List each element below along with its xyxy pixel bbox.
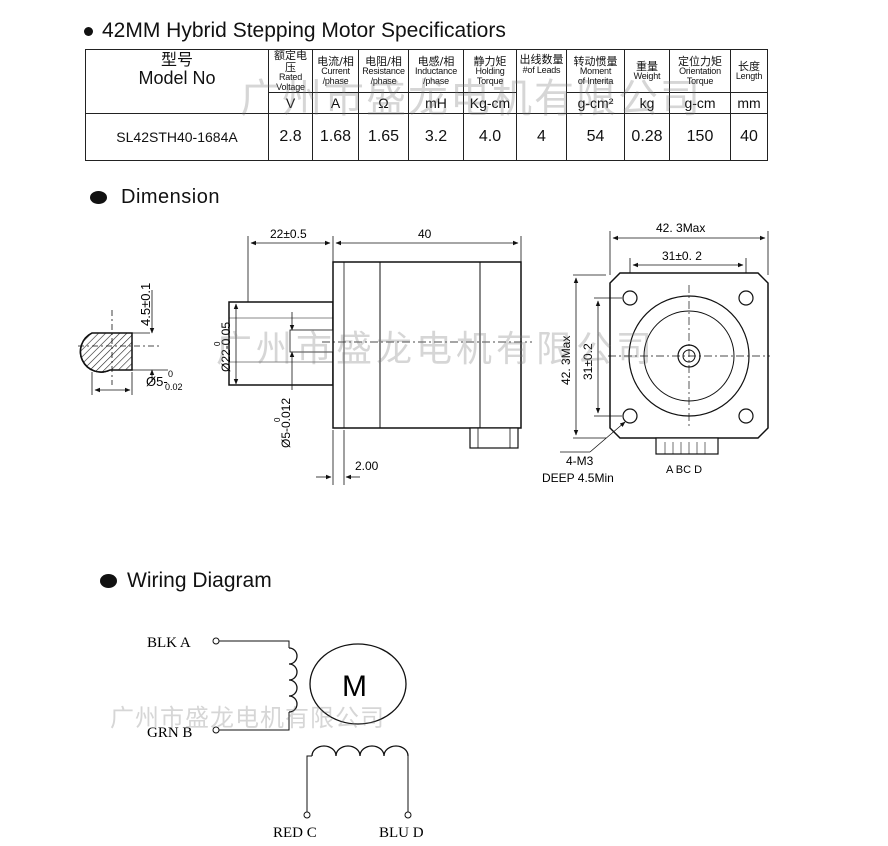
coil-cd <box>303 745 412 819</box>
dimension-section-title: Dimension <box>90 186 220 209</box>
shaft-length-label: 22±0.5 <box>270 227 307 241</box>
wiring-title: Wiring Diagram <box>127 569 272 592</box>
wire-grn-label: GRN B <box>147 725 192 741</box>
motor-front-view: 42. 3Max 31±0. 2 A BC D 42. 3Max 31± <box>542 221 770 485</box>
svg-text:0.02: 0.02 <box>165 382 183 392</box>
svg-text:0: 0 <box>213 341 222 346</box>
dimension-drawing: 4.5±0.1 Ø5- 0 0.02 22±0.5 40 Ø22-0.0 <box>78 221 770 485</box>
value-cell: 40 <box>730 113 768 161</box>
model-value-cell: SL42STH40-1684A <box>85 113 269 161</box>
value-cell: 0.28 <box>624 113 670 161</box>
screw-label: 4-M3 <box>566 454 594 468</box>
wire-blu-label: BLU D <box>379 825 424 841</box>
svg-text:0: 0 <box>273 417 282 422</box>
svg-text:0: 0 <box>168 369 173 379</box>
shaft-section-view: 4.5±0.1 Ø5- 0 0.02 <box>78 283 183 395</box>
value-cell: 2.8 <box>268 113 313 161</box>
height-max-label: 42. 3Max <box>559 336 573 385</box>
table-unit-row: V A Ω mH Kg-cm g-cm² kg g-cm mm <box>86 92 768 114</box>
model-header-cell: 型号 Model No <box>85 49 269 114</box>
unit-cell: kg <box>624 92 670 114</box>
wiring-section-title: Wiring Diagram <box>100 569 272 593</box>
dimension-title: Dimension <box>121 186 220 208</box>
wire-blk-label: BLK A <box>147 635 191 651</box>
deep-label: DEEP 4.5Min <box>542 471 614 485</box>
value-cell: 1.65 <box>358 113 409 161</box>
bullet-icon <box>84 26 93 36</box>
value-cell: 4 <box>516 113 567 161</box>
shaft-dia-label: Ø5-0.012 <box>279 398 293 448</box>
body-length-label: 40 <box>418 227 432 241</box>
spec-title: 42MM Hybrid Stepping Motor Specificatior… <box>102 19 506 42</box>
bullet-icon <box>90 191 107 204</box>
unit-cell: mm <box>730 92 768 114</box>
value-cell: 1.68 <box>312 113 359 161</box>
spec-section-title: 42MM Hybrid Stepping Motor Specificatior… <box>84 19 506 43</box>
value-cell: 54 <box>566 113 625 161</box>
header-cell-leads: 出线数量#of Leads <box>516 49 567 114</box>
motor-side-view: 22±0.5 40 Ø22-0.05 0 Ø5-0.012 0 2.00 <box>213 227 532 485</box>
flat-depth-label: 4.5±0.1 <box>138 283 153 326</box>
connector-pin-labels: A BC D <box>666 464 702 476</box>
bullet-icon <box>100 574 117 588</box>
hole-pitch-v-label: 31±0.2 <box>581 343 595 380</box>
value-cell: 4.0 <box>463 113 517 161</box>
table-value-row: SL42STH40-1684A 2.8 1.68 1.65 3.2 4.0 4 … <box>85 113 768 161</box>
motor-symbol <box>309 643 407 725</box>
wiring-diagram: BLK A GRN B M RED C BLU D <box>147 635 424 841</box>
value-cell: 3.2 <box>408 113 464 161</box>
flange-thickness-label: 2.00 <box>355 459 379 473</box>
wire-red-label: RED C <box>273 825 317 841</box>
width-max-label: 42. 3Max <box>656 221 705 235</box>
motor-label: M <box>342 670 367 703</box>
value-cell: 150 <box>669 113 731 161</box>
coil-ab <box>212 637 298 734</box>
flat-dia-label: Ø5- <box>146 374 168 389</box>
hole-pitch-label: 31±0. 2 <box>662 249 702 263</box>
boss-dia-label: Ø22-0.05 <box>219 322 233 372</box>
